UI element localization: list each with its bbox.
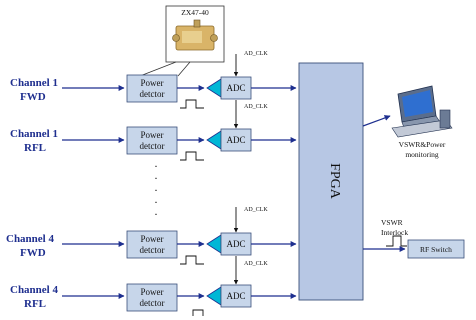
channel-4-rfl-line1: Channel 4 [10, 284, 58, 296]
svg-text:ADC: ADC [226, 83, 245, 93]
channel-ellipsis: · · · · · [154, 159, 158, 221]
svg-text:·: · [154, 171, 158, 185]
svg-text:detctor: detctor [140, 141, 165, 151]
svg-text:Power: Power [141, 78, 164, 88]
svg-text:detctor: detctor [140, 245, 165, 255]
svg-text:ADC: ADC [226, 239, 245, 249]
channel-1-fwd-line2: FWD [20, 91, 46, 103]
rf-detector-photo [172, 19, 218, 51]
adc-blocks: ADC ADC ADC ADC [206, 76, 252, 308]
rf-switch-label: RF Switch [420, 245, 452, 254]
svg-text:AD_CLK: AD_CLK [244, 51, 268, 57]
fpga-label: FPGA [327, 163, 342, 200]
part-callout: ZX47-40 [139, 5, 225, 77]
channel-4-fwd-line1: Channel 4 [6, 233, 54, 245]
adc-4: ADC [206, 284, 252, 308]
detector-blocks: Power detctor Power detctor Power detcto… [126, 74, 178, 312]
pulse-waveforms [180, 99, 204, 316]
adc-2: ADC [206, 128, 252, 152]
svg-text:ADC: ADC [226, 135, 245, 145]
interlock-label-line2: Interlock [381, 228, 408, 237]
svg-text:detctor: detctor [140, 89, 165, 99]
channel-4-rfl-line2: RFL [24, 298, 46, 310]
svg-text:ADC: ADC [226, 291, 245, 301]
svg-text:Power: Power [141, 287, 164, 297]
fpga-to-monitor-arrow [362, 115, 391, 127]
vswr-interlock: VSWR Interlock [363, 218, 408, 252]
channel-labels: Channel 1 FWD Channel 1 RFL Channel 4 FW… [6, 77, 58, 310]
interlock-label-line1: VSWR [381, 218, 403, 227]
svg-text:·: · [154, 183, 158, 197]
adc-to-fpga-arrows [251, 85, 297, 299]
adc-1: ADC [206, 76, 252, 100]
svg-text:·: · [154, 207, 158, 221]
adc-3: ADC [206, 232, 252, 256]
svg-text:Power: Power [141, 234, 164, 244]
detector-4: Power detctor [126, 283, 178, 312]
svg-text:AD_CLK: AD_CLK [244, 104, 268, 110]
detector-1: Power detctor [126, 74, 178, 103]
detector-to-adc-arrows [177, 85, 205, 299]
channel-1-fwd-line1: Channel 1 [10, 77, 58, 89]
detector-2: Power detctor [126, 126, 178, 155]
svg-text:·: · [154, 195, 158, 209]
channel-1-rfl-line2: RFL [24, 142, 46, 154]
channel-1-rfl-line1: Channel 1 [10, 128, 58, 140]
part-label: ZX47-40 [181, 8, 209, 17]
monitor-label-line2: monitoring [405, 150, 439, 159]
svg-text:AD_CLK: AD_CLK [244, 207, 268, 213]
svg-text:Power: Power [141, 130, 164, 140]
computer-monitor-icon [391, 85, 453, 138]
ad-clk-signals: AD_CLK AD_CLK AD_CLK AD_CLK [233, 51, 268, 285]
monitor-label-line1: VSWR&Power [399, 140, 446, 149]
svg-text:detctor: detctor [140, 298, 165, 308]
detector-3: Power detctor [126, 230, 178, 259]
input-arrows [62, 85, 125, 299]
rf-switch-block: RF Switch [407, 239, 465, 259]
svg-text:AD_CLK: AD_CLK [244, 261, 268, 267]
svg-text:·: · [154, 159, 158, 173]
channel-4-fwd-line2: FWD [20, 247, 46, 259]
fpga-block: FPGA [298, 62, 364, 301]
